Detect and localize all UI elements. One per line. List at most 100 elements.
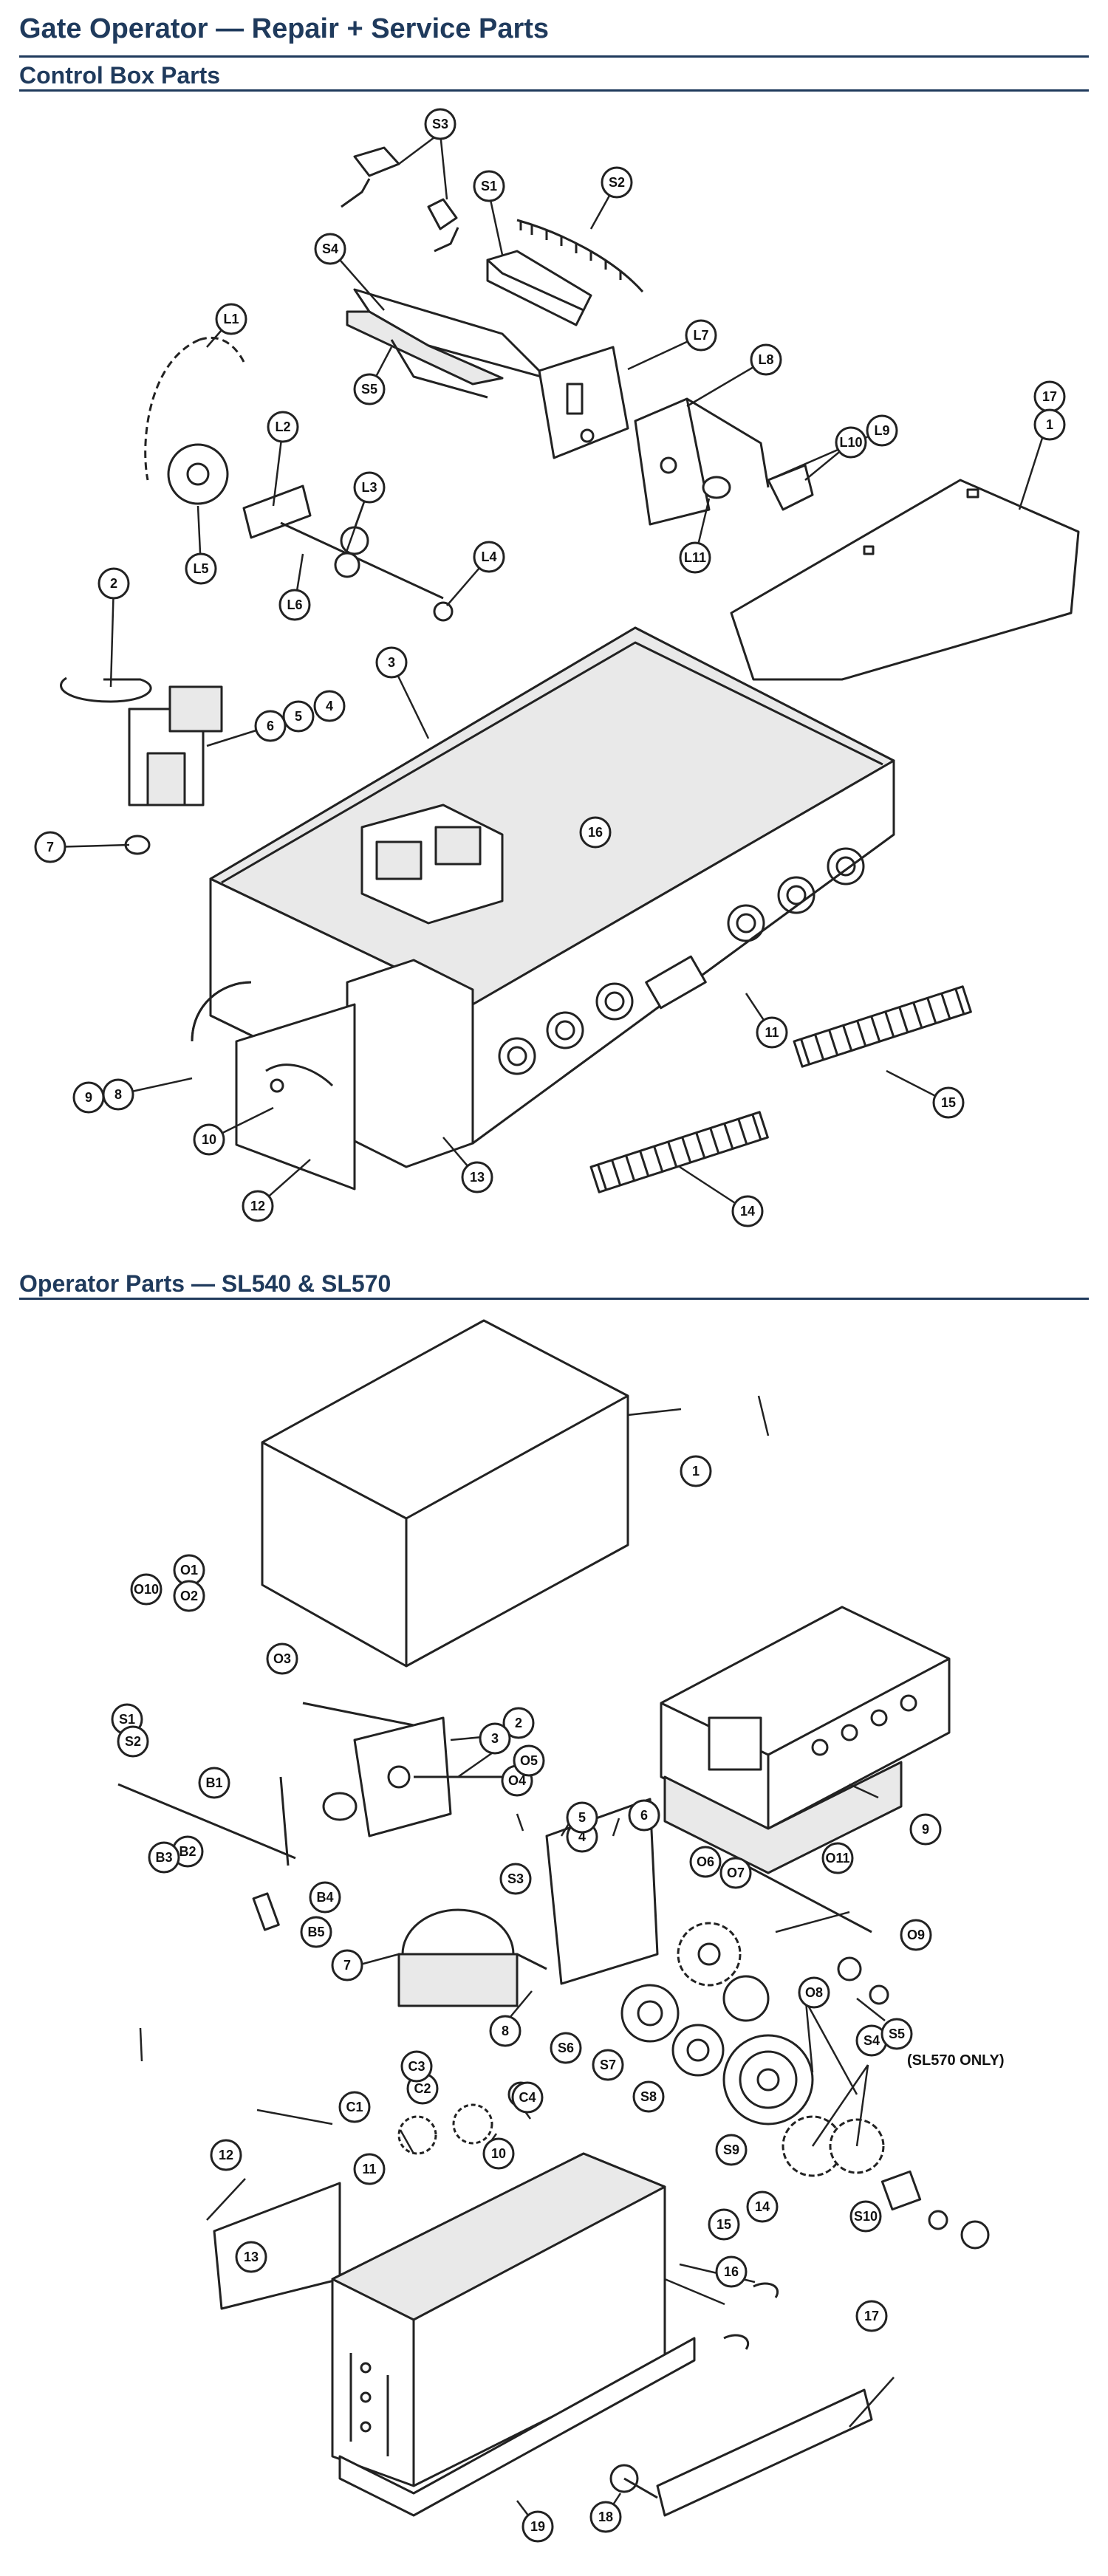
callout-label: 1 bbox=[1046, 417, 1053, 432]
callout-9: 9 bbox=[72, 1081, 105, 1114]
callout-circle bbox=[592, 2049, 624, 2081]
callout-label: O10 bbox=[134, 1582, 159, 1597]
callout-label: 15 bbox=[717, 2217, 731, 2232]
callout-circle bbox=[117, 1725, 149, 1758]
callout-label: L6 bbox=[287, 597, 302, 612]
callout-circle bbox=[424, 108, 456, 140]
callout-12: 12 bbox=[242, 1190, 274, 1222]
callout-circle bbox=[715, 2134, 748, 2166]
callout-19: 19 bbox=[521, 2510, 554, 2543]
callout-O1: O1 bbox=[173, 1554, 205, 1586]
callout-C1: C1 bbox=[338, 2091, 371, 2123]
callout-label: O2 bbox=[180, 1589, 198, 1603]
callout-label: O5 bbox=[520, 1753, 538, 1768]
callout-S10: S10 bbox=[849, 2200, 882, 2233]
callout-O10: O10 bbox=[130, 1573, 163, 1606]
callout-L4: L4 bbox=[473, 541, 505, 573]
callout-label: S4 bbox=[864, 2033, 880, 2048]
control-box-diagram: S3 S1 S2 S4 S5 L1 L2 L3 L4 L5 L6 L7 L8 L… bbox=[34, 108, 1080, 1227]
callout-circle bbox=[499, 1863, 532, 1895]
callout-11: 11 bbox=[756, 1016, 788, 1049]
callout-label: 9 bbox=[922, 1822, 929, 1837]
callout-circle bbox=[254, 710, 287, 742]
callout-circle bbox=[601, 166, 633, 199]
callout-L5: L5 bbox=[185, 552, 217, 585]
callout-circle bbox=[849, 2200, 882, 2233]
callout-label: 13 bbox=[470, 1170, 485, 1185]
callout-S5: S5 bbox=[880, 2018, 913, 2050]
callout-circle bbox=[900, 1919, 932, 1951]
callout-circle bbox=[689, 1846, 722, 1878]
callout-O8: O8 bbox=[798, 1976, 830, 2009]
callout-7: 7 bbox=[331, 1949, 363, 1981]
callout-L7: L7 bbox=[685, 319, 717, 352]
callout-C4: C4 bbox=[511, 2081, 544, 2114]
callout-label: O4 bbox=[508, 1773, 526, 1788]
callout-15: 15 bbox=[708, 2208, 740, 2241]
callout-S6: S6 bbox=[550, 2032, 582, 2064]
callout-circle bbox=[242, 1190, 274, 1222]
callout-label: 14 bbox=[740, 1204, 755, 1219]
callout-circle bbox=[353, 373, 386, 405]
callout-4: 4 bbox=[313, 690, 346, 722]
callout-circle bbox=[479, 1722, 511, 1755]
callout-label: L7 bbox=[693, 328, 708, 343]
callout-S2: S2 bbox=[117, 1725, 149, 1758]
callout-B5: B5 bbox=[300, 1916, 332, 1948]
callout-label: 3 bbox=[491, 1731, 499, 1746]
callout-label: S1 bbox=[481, 179, 497, 193]
callout-circle bbox=[880, 2018, 913, 2050]
callout-label: 3 bbox=[388, 655, 395, 670]
callout-label: C1 bbox=[346, 2100, 363, 2114]
callout-circle bbox=[400, 2050, 433, 2083]
callout-label: 4 bbox=[578, 1829, 586, 1844]
callout-7: 7 bbox=[34, 831, 66, 863]
callout-circle bbox=[550, 2032, 582, 2064]
callout-label: S8 bbox=[640, 2089, 657, 2104]
callout-label: B2 bbox=[179, 1844, 196, 1859]
callout-L1: L1 bbox=[215, 303, 247, 335]
callout-label: 14 bbox=[755, 2199, 770, 2214]
callout-circle bbox=[210, 2139, 242, 2171]
callout-circle bbox=[338, 2091, 371, 2123]
callout-circle bbox=[215, 303, 247, 335]
callout-circle bbox=[98, 567, 130, 600]
callout-circle bbox=[198, 1767, 230, 1799]
callout-1: 1 bbox=[1033, 408, 1066, 441]
callout-circle bbox=[489, 2015, 521, 2047]
callout-label: 1 bbox=[692, 1464, 700, 1479]
callout-circle bbox=[130, 1573, 163, 1606]
callout-circle bbox=[300, 1916, 332, 1948]
callout-S7: S7 bbox=[592, 2049, 624, 2081]
callout-17: 17 bbox=[1033, 380, 1066, 413]
callout-13: 13 bbox=[461, 1161, 493, 1193]
callout-L10: L10 bbox=[835, 426, 867, 459]
callout-circle bbox=[353, 2153, 386, 2185]
callout-circle bbox=[1033, 408, 1066, 441]
callout-circle bbox=[835, 426, 867, 459]
callout-circle bbox=[746, 2190, 779, 2223]
callout-label: L5 bbox=[193, 561, 208, 576]
callout-circle bbox=[719, 1857, 752, 1889]
callout-label: L9 bbox=[874, 423, 889, 438]
sl570-only-note: (SL570 ONLY) bbox=[907, 2052, 1005, 2069]
callout-circle bbox=[375, 646, 408, 679]
callout-circle bbox=[731, 1195, 764, 1227]
callout-S4: S4 bbox=[314, 233, 346, 265]
title-rule bbox=[19, 55, 1089, 58]
callout-circle bbox=[267, 411, 299, 443]
callout-label: 11 bbox=[765, 1025, 779, 1040]
callout-circle bbox=[589, 2501, 622, 2533]
callout-circle bbox=[193, 1123, 225, 1156]
callout-label: O8 bbox=[805, 1985, 823, 2000]
callout-circle bbox=[628, 1799, 660, 1832]
callout-label: S3 bbox=[432, 117, 448, 131]
callout-label: S7 bbox=[600, 2058, 616, 2072]
callout-label: B5 bbox=[307, 1925, 324, 1939]
callout-C3: C3 bbox=[400, 2050, 433, 2083]
operator-callouts: 1 2 3 4 5 6 7 8 9 10 11 12 13 14 15 16 1… bbox=[111, 1395, 942, 2543]
callout-circle bbox=[461, 1161, 493, 1193]
callout-circle bbox=[708, 2208, 740, 2241]
callout-label: B4 bbox=[316, 1890, 333, 1905]
callout-label: 8 bbox=[502, 2024, 509, 2038]
